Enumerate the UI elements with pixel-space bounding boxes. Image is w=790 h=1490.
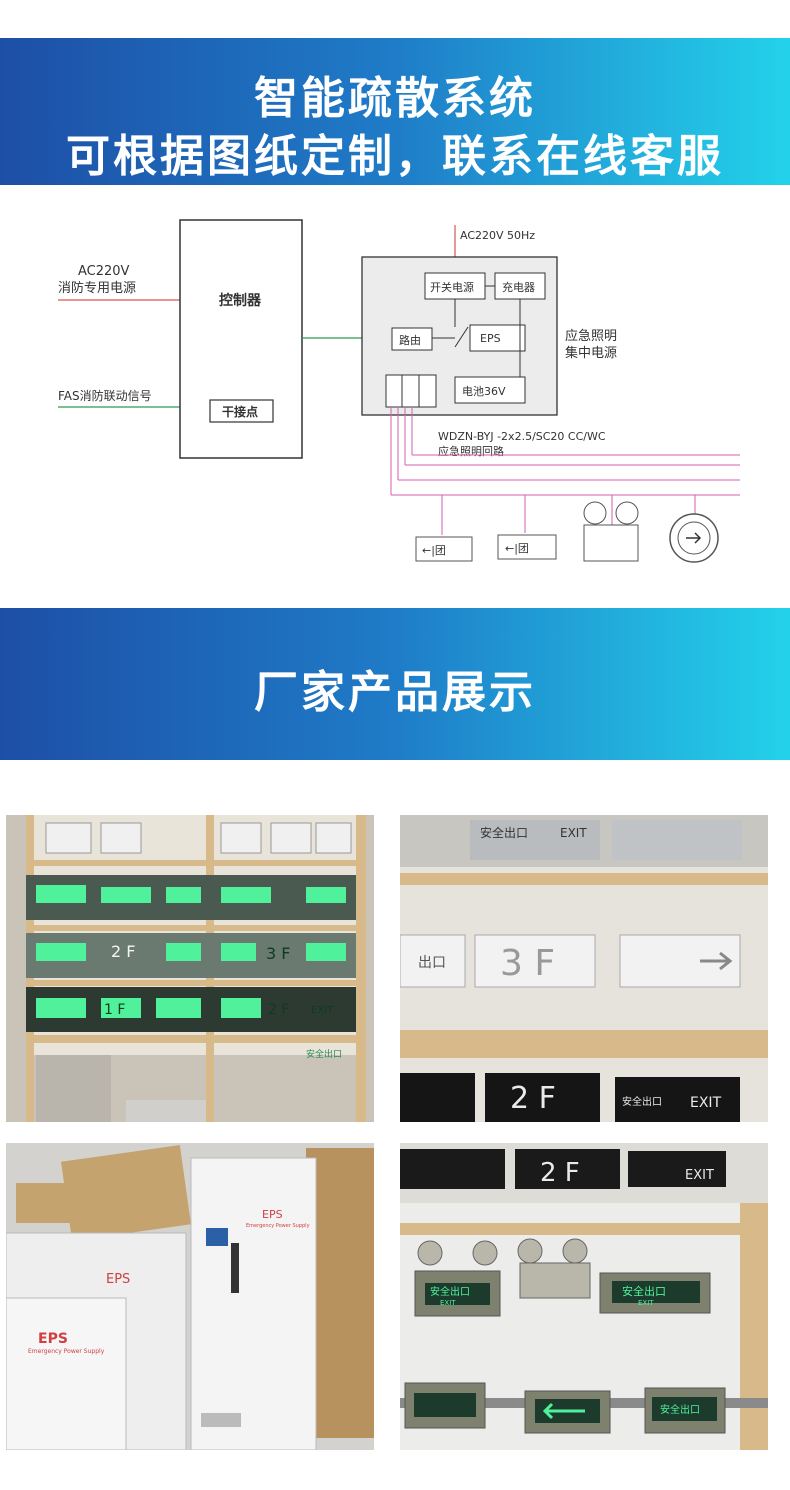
photo-3-label-2: EPS (106, 1272, 130, 1287)
product-photo-explosion-proof-fixtures: 2 F EXIT 安全出口 EXIT 安全出口 EXIT 安全出口 (400, 1143, 768, 1450)
photo-4-label-7: 安全出口 (660, 1403, 700, 1416)
photo-2-label-5: 2 F (510, 1081, 556, 1116)
eps-box (469, 324, 526, 352)
router-box (391, 327, 433, 351)
round-exit-indicator-icon (669, 513, 719, 563)
photo-1-label-5: EXIT (311, 1005, 334, 1016)
controller-label: 控制器 (219, 292, 262, 309)
eps-label: EPS (480, 332, 501, 345)
fas-signal-label: FAS消防联动信号 (58, 388, 152, 403)
photo-4-label-6: EXIT (638, 1299, 654, 1307)
cable-spec-label: WDZN-BYJ -2x2.5/SC20 CC/WC (438, 430, 606, 443)
photo-1-label-2: 3 F (266, 944, 290, 963)
battery-box (454, 376, 526, 404)
emergency-circuits (390, 407, 740, 535)
photo-3-label-4: Emergency Power Supply (246, 1223, 310, 1229)
battery-label: 电池36V (462, 385, 506, 398)
banner-title: 智能疏散系统 (254, 73, 536, 124)
ac-top-label: AC220V 50Hz (460, 229, 535, 242)
emergency-light-icon (583, 501, 639, 562)
banner-subtitle: 可根据图纸定制，联系在线客服 (66, 131, 724, 182)
product-photo-eps-cabinets: EPS Emergency Power Supply EPS EPS Emerg… (6, 1143, 374, 1450)
router-label: 路由 (399, 333, 421, 347)
photo-4-label-1: 2 F (540, 1158, 580, 1188)
photo-4-label-3: 安全出口 (430, 1285, 470, 1298)
exit-sign-2 (497, 534, 557, 560)
photo-3-label-3: EPS (38, 1331, 68, 1347)
photo-4-label-5: 安全出口 (622, 1284, 666, 1298)
ac-input-label-2: 消防专用电源 (58, 280, 136, 296)
product-photo-signs-shelf: 2 F 3 F 1 F 2 F EXIT 安全出口 (6, 815, 374, 1122)
top-banner: 智能疏散系统 可根据图纸定制，联系在线客服 (0, 38, 790, 185)
dry-contact-box (209, 399, 274, 423)
photo-4-label-4: EXIT (440, 1299, 456, 1307)
section-title: 厂家产品展示 (254, 667, 536, 718)
central-power-label-2: 集中电源 (565, 345, 617, 361)
photo-3-label-5: Emergency Power Supply (28, 1348, 105, 1355)
photo-2-label-2: EXIT (560, 826, 587, 840)
cable-circuit-label: 应急照明回路 (438, 444, 504, 458)
section-banner: 厂家产品展示 (0, 608, 790, 760)
exit-sign-1 (415, 536, 473, 562)
charger-label: 充电器 (502, 280, 535, 294)
terminal-block (385, 374, 437, 408)
photo-2-label-1: 安全出口 (480, 825, 528, 840)
switch-power-label: 开关电源 (430, 280, 474, 294)
ac-input-label-1: AC220V (78, 264, 130, 279)
photo-3-label-1: EPS (262, 1208, 283, 1221)
photo-1-label-1: 2 F (111, 942, 135, 961)
photo-4-label-2: EXIT (685, 1168, 714, 1183)
exit-sign-2-glyph: ←|团 (505, 542, 529, 555)
exit-sign-1-glyph: ←|团 (422, 544, 446, 557)
eps-switch (454, 326, 469, 348)
photo-1-label-4: 2 F (268, 1002, 289, 1018)
switch-power-box (424, 272, 486, 300)
dry-contact-label: 干接点 (222, 404, 258, 419)
photo-2-label-4: 3 F (500, 943, 555, 984)
photo-2-label-6: 安全出口 (622, 1095, 662, 1108)
central-power-label-1: 应急照明 (565, 328, 617, 344)
photo-2-label-7: EXIT (690, 1095, 722, 1111)
photo-1-label-3: 1 F (104, 1002, 125, 1018)
photo-2-label-3: 出口 (418, 955, 446, 971)
photo-1-label-6: 安全出口 (306, 1048, 342, 1060)
system-wiring-diagram: AC220V 消防专用电源 FAS消防联动信号 控制器 干接点 AC220V 5… (58, 219, 740, 563)
product-photo-metal-signs: 安全出口 EXIT 出口 3 F 2 F 安全出口 EXIT (400, 815, 768, 1122)
